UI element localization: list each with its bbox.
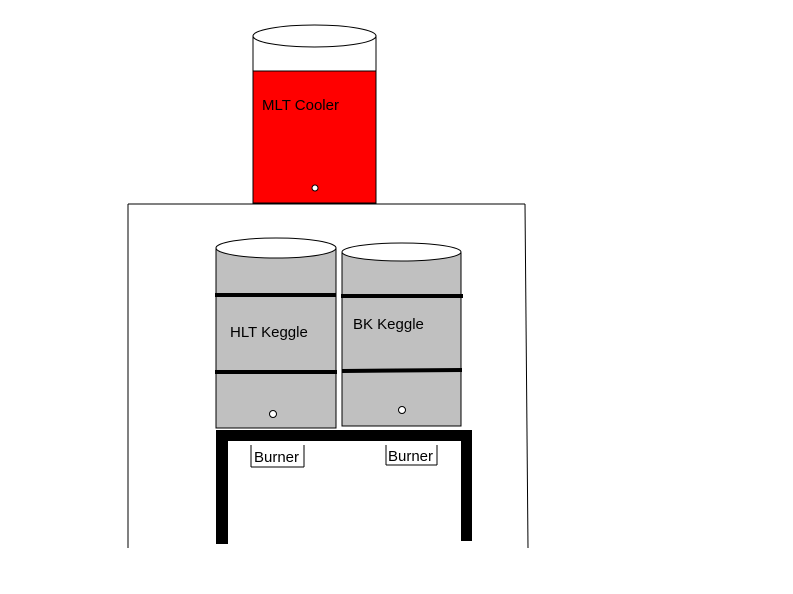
stand-top-bar	[216, 430, 472, 441]
mlt-label: MLT Cooler	[262, 97, 339, 114]
stand-frame	[127, 203, 529, 549]
burner-right-label: Burner	[388, 448, 433, 465]
stand-left-leg	[216, 430, 228, 544]
bk-band-lower	[341, 368, 463, 373]
hlt-keggle: HLT Keggle	[215, 237, 337, 429]
bk-label: BK Keggle	[353, 316, 424, 333]
hlt-keggle-top	[215, 237, 337, 259]
bk-valve	[398, 406, 406, 414]
burner-stand	[216, 430, 472, 544]
mlt-valve	[311, 184, 319, 192]
mlt-cooler-top	[252, 24, 377, 48]
mlt-cooler-liquid	[252, 70, 377, 204]
hlt-valve	[269, 410, 277, 418]
hlt-label: HLT Keggle	[230, 324, 308, 341]
burner-left: Burner	[250, 445, 305, 468]
mlt-cooler: MLT Cooler	[252, 24, 377, 204]
bk-keggle-top	[341, 242, 462, 262]
burner-right: Burner	[385, 445, 438, 466]
stand-right-leg	[461, 430, 472, 541]
burner-left-label: Burner	[254, 449, 299, 466]
bk-keggle-body	[341, 252, 462, 427]
bk-keggle: BK Keggle	[341, 242, 463, 427]
